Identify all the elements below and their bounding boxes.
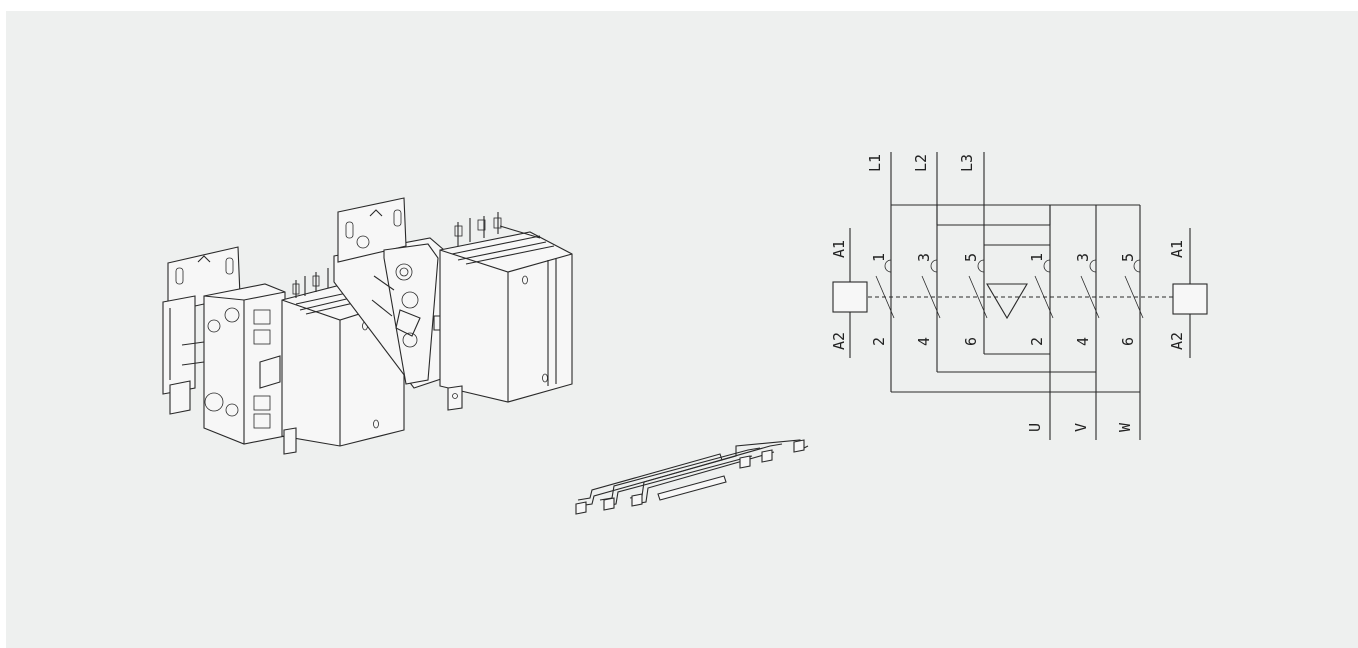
k1-terminal-4: 4 <box>915 337 933 346</box>
k1-terminal-3: 3 <box>915 253 933 262</box>
coil-left-a2-label: A2 <box>830 332 848 350</box>
k2-terminal-1: 1 <box>1028 253 1046 262</box>
busbar-drawing <box>575 439 809 515</box>
coil-left-a1-label: A1 <box>830 240 848 258</box>
k2-terminal-2: 2 <box>1028 337 1046 346</box>
coil-left <box>832 281 868 313</box>
k1-terminal-2: 2 <box>870 337 888 346</box>
wiring-schematic: L1 L2 L3 A1 A2 A1 A2 1 3 5 1 3 5 2 4 6 2… <box>830 152 1208 440</box>
k2-terminal-5: 5 <box>1119 253 1137 262</box>
interlock-symbol <box>986 283 1028 320</box>
coil-right <box>1172 283 1208 315</box>
k1-terminal-5: 5 <box>962 253 980 262</box>
k2-terminal-6: 6 <box>1119 337 1137 346</box>
label-L3: L3 <box>958 154 976 172</box>
label-L1: L1 <box>866 154 884 172</box>
label-L2: L2 <box>912 154 930 172</box>
k1-terminal-1: 1 <box>870 253 888 262</box>
k1-terminal-6: 6 <box>962 337 980 346</box>
label-W: W <box>1116 422 1134 432</box>
auxiliary-module <box>181 283 286 445</box>
coil-right-a2-label: A2 <box>1168 332 1186 350</box>
k2-terminal-4: 4 <box>1074 337 1092 346</box>
label-U: U <box>1026 423 1044 432</box>
interlock-block <box>333 197 445 389</box>
k2-terminal-3: 3 <box>1074 253 1092 262</box>
reversing-contactor-drawing <box>162 197 573 455</box>
label-V: V <box>1072 423 1090 432</box>
contactor-2 <box>439 212 573 411</box>
coil-right-a1-label: A1 <box>1168 240 1186 258</box>
